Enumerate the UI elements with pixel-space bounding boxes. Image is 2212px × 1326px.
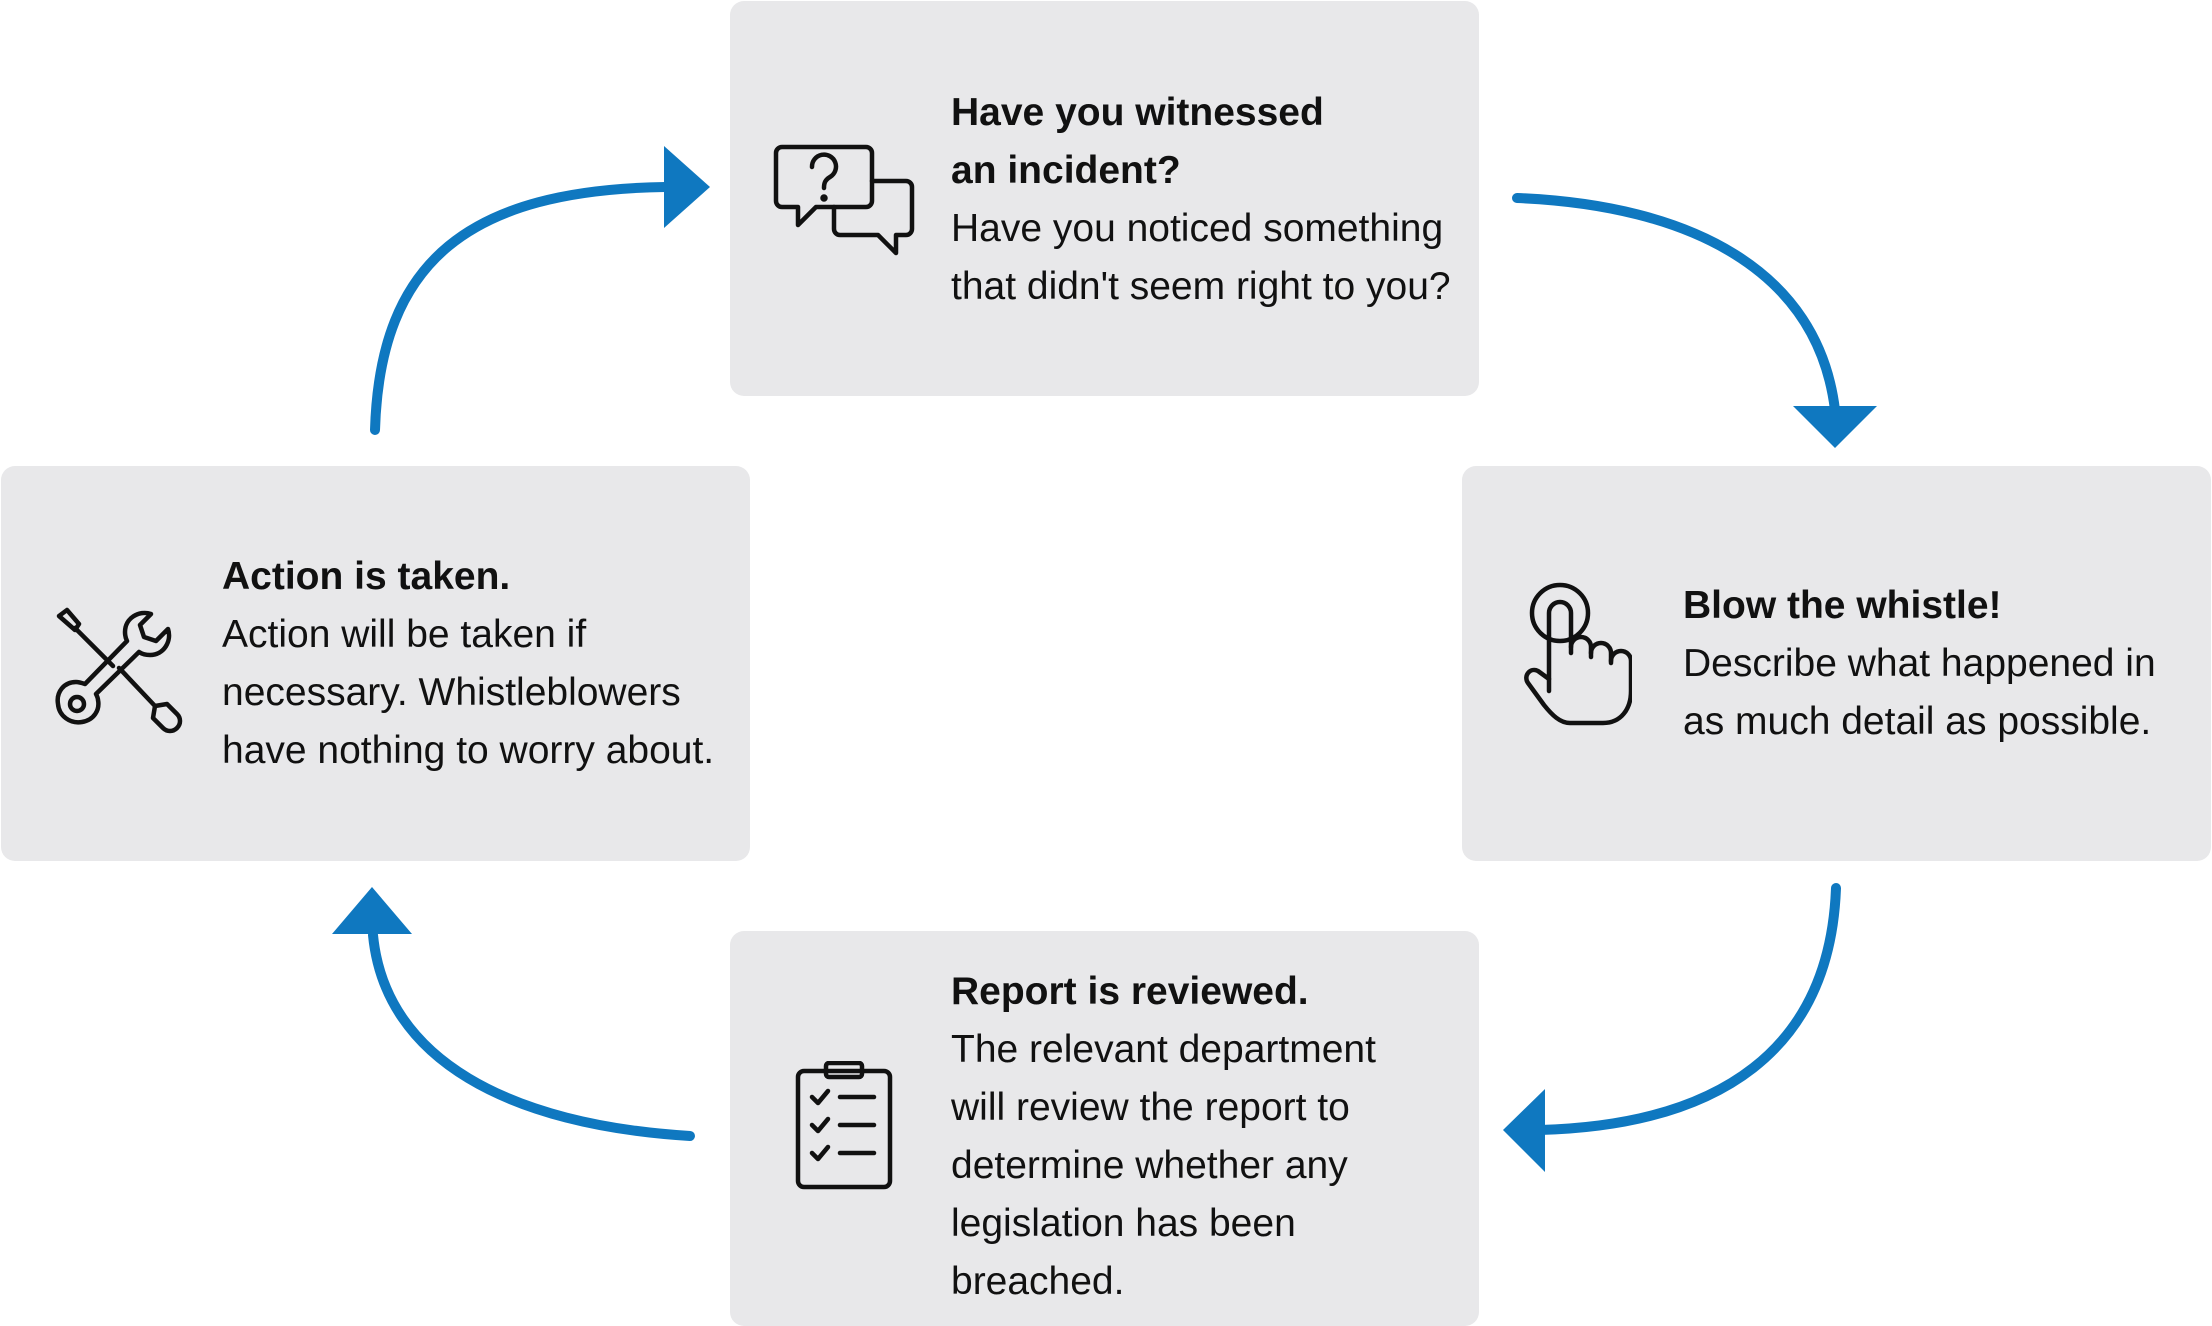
arrow-left-to-top xyxy=(370,182,670,435)
step-text-blow: Blow the whistle! Describe what happened… xyxy=(1683,577,2156,751)
arrowhead-top xyxy=(664,146,710,228)
step-title-witness: Have you witnessed an incident? xyxy=(951,91,1324,192)
arrowhead-bottom xyxy=(1503,1089,1545,1172)
step-title-blow: Blow the whistle! xyxy=(1683,584,2002,627)
step-title-review: Report is reviewed. xyxy=(951,970,1309,1013)
step-box-witness: Have you witnessed an incident? Have you… xyxy=(730,1,1479,396)
arrowhead-right xyxy=(1793,406,1877,448)
arrow-right-to-bottom xyxy=(1535,883,1841,1135)
checklist-clipboard-icon xyxy=(794,1061,894,1191)
step-box-blow: Blow the whistle! Describe what happened… xyxy=(1462,466,2211,861)
step-box-action: Action is taken. Action will be taken if… xyxy=(1,466,750,861)
step-text-action: Action is taken. Action will be taken if… xyxy=(222,548,714,780)
step-body-action: Action will be taken if necessary. Whist… xyxy=(222,613,715,772)
speech-bubbles-question-icon xyxy=(772,141,920,263)
step-box-review: Report is reviewed. The relevant departm… xyxy=(730,931,1479,1326)
step-text-witness: Have you witnessed an incident? Have you… xyxy=(951,84,1451,316)
step-body-witness: Have you noticed something that didn't s… xyxy=(951,207,1451,308)
step-text-review: Report is reviewed. The relevant departm… xyxy=(951,963,1376,1311)
step-body-blow: Describe what happened in as much detail… xyxy=(1683,642,2156,743)
step-body-review: The relevant department will review the … xyxy=(951,1028,1376,1303)
pointing-hand-icon xyxy=(1522,581,1632,731)
arrow-bottom-to-left xyxy=(368,930,695,1141)
arrow-top-to-right xyxy=(1512,193,1840,415)
arrowhead-left xyxy=(332,887,412,934)
wrench-screwdriver-icon xyxy=(53,606,183,736)
step-title-action: Action is taken. xyxy=(222,555,511,598)
